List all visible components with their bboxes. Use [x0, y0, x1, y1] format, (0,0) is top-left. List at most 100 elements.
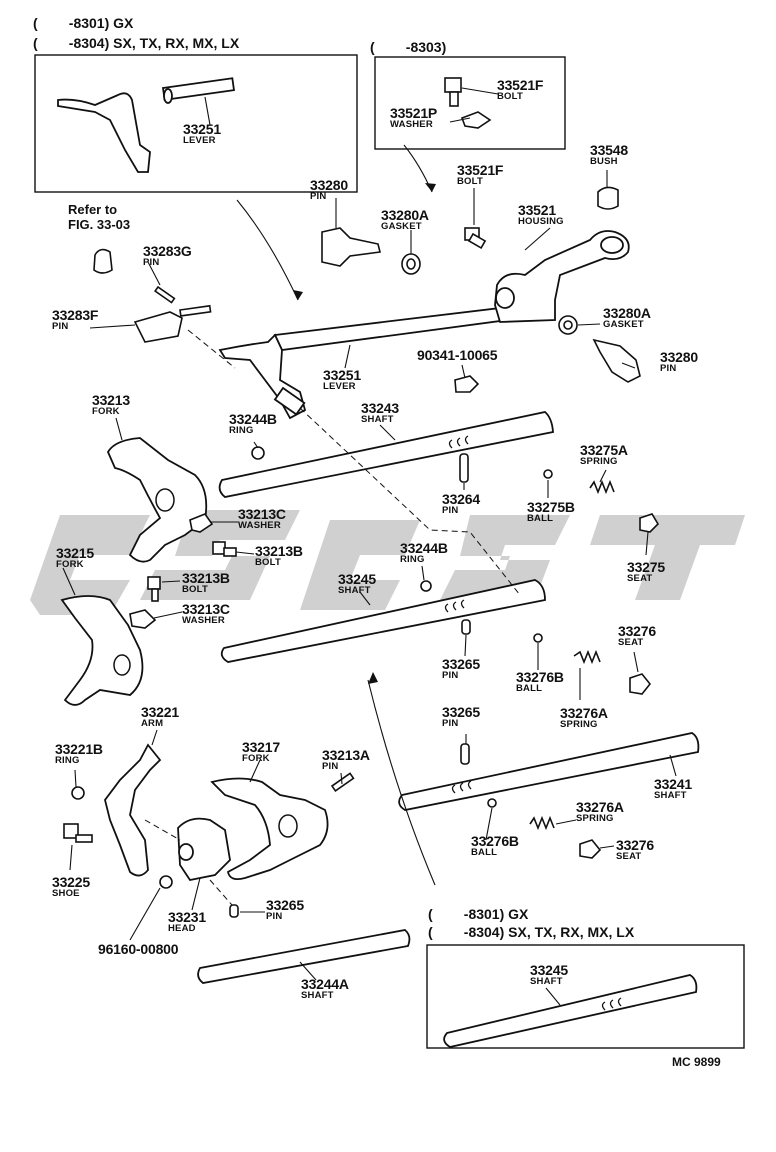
part-number: 33276B [516, 669, 564, 685]
part-name: PIN [322, 761, 339, 772]
part-number: 33276 [618, 623, 656, 639]
part-name: FORK [92, 406, 120, 417]
part-number: 33225 [52, 874, 90, 890]
part-number: 33548 [590, 142, 628, 158]
part-name: BOLT [182, 584, 208, 595]
refer-line2: FIG. 33-03 [68, 216, 131, 232]
part-name: SEAT [618, 637, 644, 648]
fork-33217-drawing [210, 777, 329, 881]
part-number: 33265 [266, 897, 304, 913]
part-number: 33280 [660, 349, 698, 365]
fork-33215-drawing [60, 595, 144, 706]
part-name: FORK [242, 753, 270, 764]
part-number: 33521F [457, 162, 504, 178]
part-number: 33521P [390, 105, 438, 121]
part-name: PIN [660, 363, 677, 374]
part-number: 33231 [168, 909, 206, 925]
part-number: 33221 [141, 704, 179, 720]
header-bottom-line1: ( -8301) GX [428, 906, 529, 922]
part-number: 33276B [471, 833, 519, 849]
part-name: SHAFT [654, 790, 687, 801]
part-name: BALL [527, 513, 554, 524]
part-name: SHAFT [301, 990, 334, 1001]
part-number: 33276 [616, 837, 654, 853]
part-number: 33265 [442, 704, 480, 720]
part-number: 33213B [182, 570, 230, 586]
housing-33521-drawing [494, 230, 630, 323]
part-number: 33217 [242, 739, 280, 755]
refer-line1: Refer to [68, 202, 118, 217]
part-name: GASKET [381, 221, 422, 232]
part-number: 33276A [560, 705, 608, 721]
inset-box-top-left [34, 54, 358, 193]
part-number: 33213A [322, 747, 370, 763]
part-number: 33213 [92, 392, 130, 408]
part-name: PIN [442, 718, 459, 729]
part-name: SPRING [560, 719, 598, 730]
part-number: 33221B [55, 741, 103, 757]
part-name: SEAT [616, 851, 642, 862]
part-name: PIN [310, 191, 327, 202]
part-name: PIN [442, 670, 459, 681]
part-name: PIN [266, 911, 283, 922]
part-number: 33243 [361, 400, 399, 416]
arm-33221-drawing [104, 743, 162, 877]
part-name: RING [400, 554, 425, 565]
part-number: 33521 [518, 202, 556, 218]
part-name: BALL [471, 847, 498, 858]
part-number: 33280 [310, 177, 348, 193]
header-bottom-line2: ( -8304) SX, TX, RX, MX, LX [428, 924, 635, 940]
part-number: 33245 [530, 962, 568, 978]
part-number: 33283G [143, 243, 192, 259]
part-number: 33275A [580, 442, 628, 458]
part-name: BOLT [497, 91, 523, 102]
part-number: 33275 [627, 559, 665, 575]
part-number: 33213B [255, 543, 303, 559]
inset-box-bottom [426, 944, 745, 1049]
header-top-left-line1: ( -8301) GX [33, 15, 134, 31]
part-number: 33280A [603, 305, 651, 321]
part-number: 33241 [654, 776, 692, 792]
part-name: WASHER [390, 119, 433, 130]
part-name: LEVER [183, 135, 216, 146]
part-number: 33276A [576, 799, 624, 815]
part-number: 33244B [229, 411, 277, 427]
header-top-left-line2: ( -8304) SX, TX, RX, MX, LX [33, 35, 240, 51]
part-name: WASHER [182, 615, 225, 626]
part-name: SHAFT [530, 976, 563, 987]
part-name: HOUSING [518, 216, 564, 227]
part-name: BOLT [457, 176, 483, 187]
